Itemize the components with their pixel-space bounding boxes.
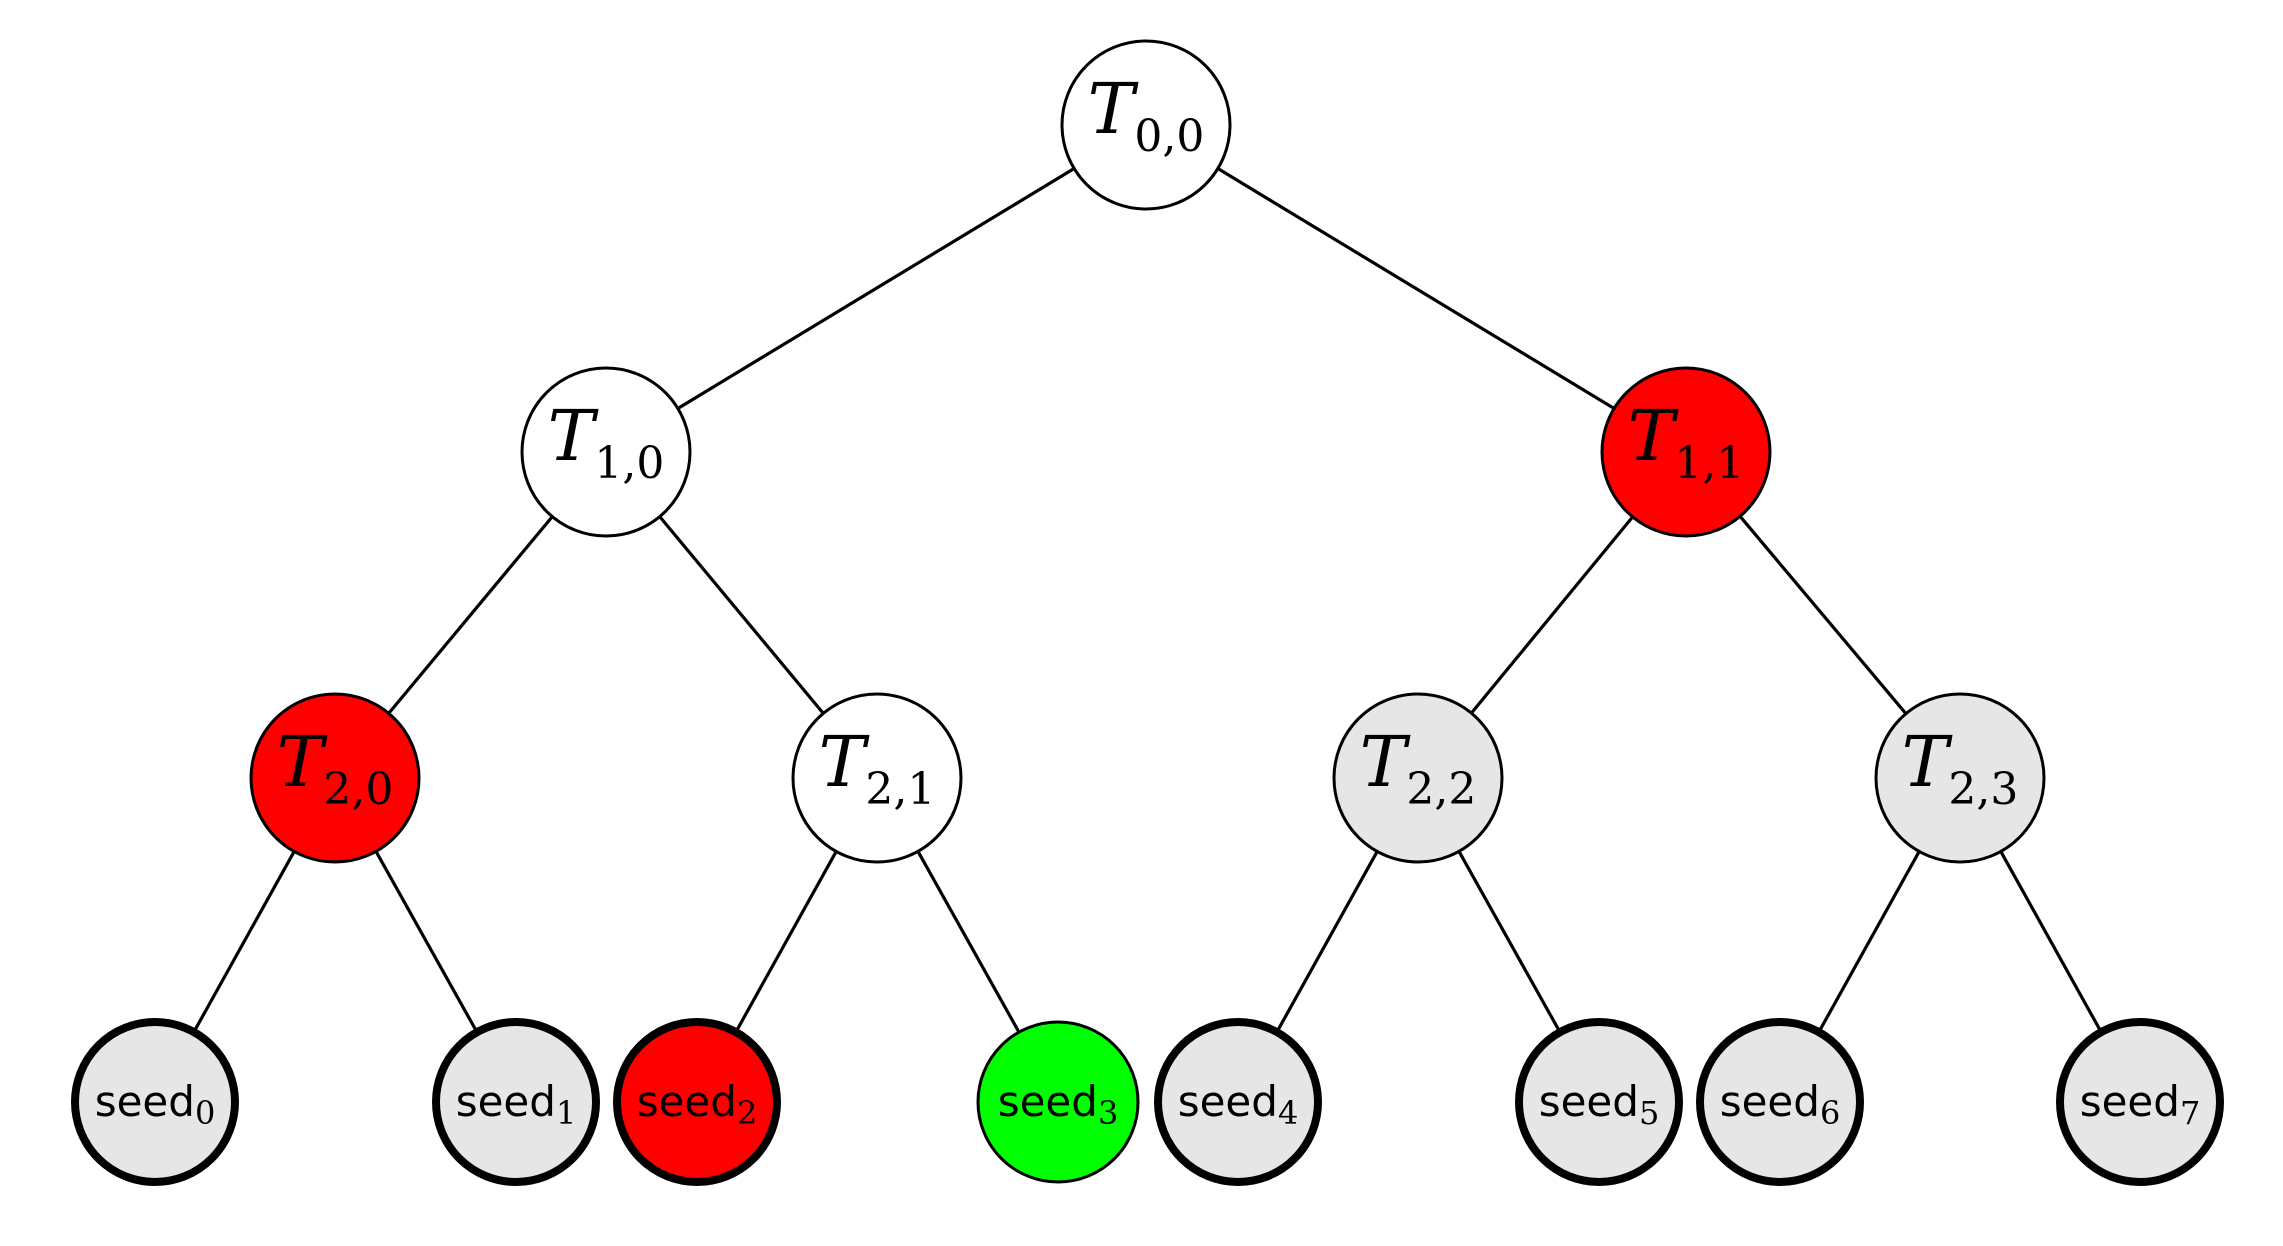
node-label-subscript: 3 — [1098, 1094, 1118, 1132]
node-label-subscript: 5 — [1639, 1094, 1659, 1132]
node-label-base: T — [1628, 395, 1679, 477]
edge-t10-t20 — [387, 515, 554, 715]
seed-node-s3: seed3 — [976, 1020, 1140, 1184]
node-circle — [432, 1018, 600, 1186]
edge-t21-s3 — [916, 850, 1021, 1033]
edge-t20-s1 — [374, 850, 479, 1033]
node-label-base: T — [277, 721, 328, 803]
node-label: seed7 — [2080, 1077, 2201, 1132]
node-label: T1,1 — [1628, 395, 1745, 489]
tree-node-t11: T1,1 — [1600, 366, 1772, 538]
node-label-subscript: 7 — [2180, 1094, 2200, 1132]
node-circle — [791, 692, 963, 864]
tree-node-t10: T1,0 — [520, 366, 692, 538]
node-label-subscript: 1,1 — [1674, 438, 1744, 489]
seed-node-s1: seed1 — [432, 1018, 600, 1186]
node-label-subscript: 1 — [556, 1094, 576, 1132]
node-circle — [2056, 1018, 2224, 1186]
node-label: seed2 — [637, 1077, 758, 1132]
node-circle — [1060, 39, 1232, 211]
node-label: T0,0 — [1088, 68, 1205, 162]
edge-layer — [192, 167, 2103, 1033]
node-circle — [1515, 1018, 1683, 1186]
node-label-subscript: 6 — [1820, 1094, 1840, 1132]
node-label-base: seed — [1178, 1077, 1278, 1126]
edge-t23-s7 — [1999, 850, 2103, 1033]
node-circle — [249, 692, 421, 864]
node-label: T1,0 — [548, 395, 665, 489]
node-label-base: seed — [637, 1077, 737, 1126]
node-label-base: T — [1088, 68, 1139, 150]
node-label: seed3 — [998, 1077, 1119, 1132]
node-circle — [1154, 1018, 1322, 1186]
node-label-base: T — [548, 395, 599, 477]
edge-t20-s0 — [192, 850, 296, 1033]
node-circle — [976, 1020, 1140, 1184]
edge-t23-s6 — [1817, 850, 1921, 1033]
tree-node-t23: T2,3 — [1874, 692, 2046, 864]
node-label-subscript: 2 — [737, 1094, 757, 1132]
node-label: seed5 — [1539, 1077, 1660, 1132]
edge-t22-s5 — [1457, 850, 1562, 1033]
edge-t00-t10 — [677, 167, 1075, 410]
edge-t11-t23 — [1738, 515, 1908, 715]
edge-t21-s2 — [734, 850, 838, 1033]
node-label-base: seed — [1539, 1077, 1639, 1126]
node-label-subscript: 2,3 — [1948, 764, 2018, 815]
node-label: seed1 — [456, 1077, 577, 1132]
node-circle — [1874, 692, 2046, 864]
node-label-base: seed — [456, 1077, 556, 1126]
node-label-subscript: 2,1 — [865, 764, 935, 815]
tree-node-t22: T2,2 — [1332, 692, 1504, 864]
edge-t22-s4 — [1275, 850, 1379, 1033]
node-label-base: seed — [998, 1077, 1098, 1126]
node-label-subscript: 0,0 — [1134, 111, 1204, 162]
node-label: T2,0 — [277, 721, 394, 815]
tree-node-t00: T0,0 — [1060, 39, 1232, 211]
node-circle — [71, 1018, 239, 1186]
seed-node-s5: seed5 — [1515, 1018, 1683, 1186]
node-label-base: seed — [2080, 1077, 2180, 1126]
node-label: T2,1 — [819, 721, 936, 815]
node-label-subscript: 2,2 — [1406, 764, 1476, 815]
node-label: T2,2 — [1360, 721, 1477, 815]
seed-node-s7: seed7 — [2056, 1018, 2224, 1186]
node-label-base: T — [819, 721, 870, 803]
node-label-subscript: 4 — [1278, 1094, 1298, 1132]
node-label-base: seed — [1720, 1077, 1820, 1126]
tree-node-t20: T2,0 — [249, 692, 421, 864]
node-label-base: seed — [95, 1077, 195, 1126]
node-circle — [1600, 366, 1772, 538]
node-label: seed6 — [1720, 1077, 1841, 1132]
node-circle — [613, 1018, 781, 1186]
seed-node-s2: seed2 — [613, 1018, 781, 1186]
node-label-subscript: 2,0 — [323, 764, 393, 815]
node-label-subscript: 0 — [195, 1094, 215, 1132]
seed-node-s0: seed0 — [71, 1018, 239, 1186]
node-label: T2,3 — [1902, 721, 2019, 815]
node-label-base: T — [1902, 721, 1953, 803]
edge-t00-t11 — [1217, 167, 1615, 410]
node-circle — [520, 366, 692, 538]
node-label-subscript: 1,0 — [594, 438, 664, 489]
tree-node-t21: T2,1 — [791, 692, 963, 864]
node-label: seed4 — [1178, 1077, 1299, 1132]
node-circle — [1696, 1018, 1864, 1186]
node-circle — [1332, 692, 1504, 864]
node-label-base: T — [1360, 721, 1411, 803]
seed-node-s4: seed4 — [1154, 1018, 1322, 1186]
node-label: seed0 — [95, 1077, 216, 1132]
seed-node-s6: seed6 — [1696, 1018, 1864, 1186]
edge-t11-t22 — [1470, 515, 1634, 715]
edge-t10-t21 — [658, 515, 825, 715]
